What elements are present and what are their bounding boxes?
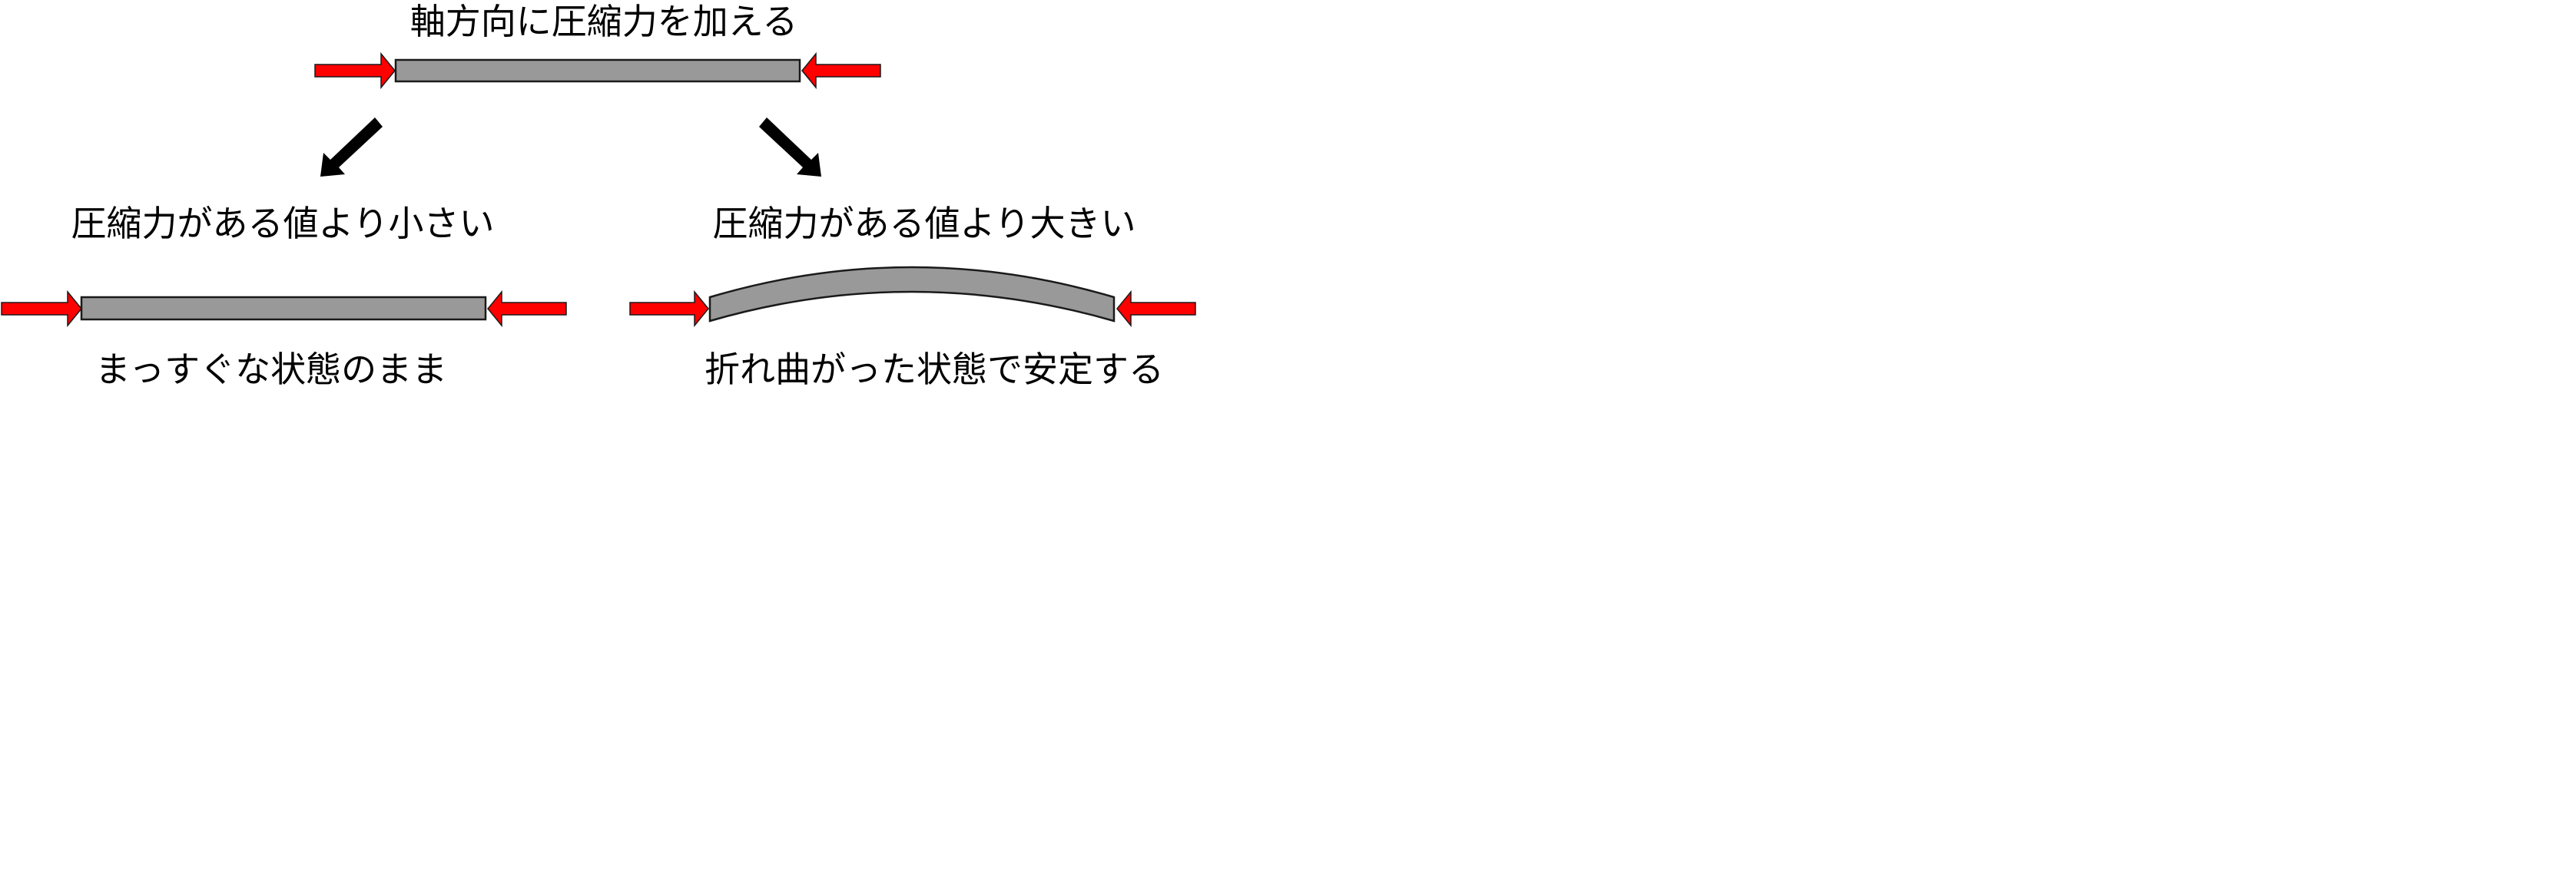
top-right-force-arrow-icon: [801, 51, 881, 90]
right-left-force-arrow-icon: [629, 289, 709, 328]
top-column: [394, 58, 801, 83]
left-right-force-arrow-icon: [487, 289, 567, 328]
right-condition-text: 圧縮力がある値より大きい: [712, 203, 1135, 244]
top-left-force-arrow-icon: [314, 51, 396, 90]
top-column-group: [314, 51, 881, 90]
buckling-diagram: 軸方向に圧縮力を加える 圧縮力がある値より小さい 圧縮力がある値より大きい まっ…: [1, 1, 1196, 390]
straight-column: [80, 296, 487, 321]
flow-arrow-left-icon: [320, 117, 383, 177]
left-result-text: まっすぐな状態のまま: [95, 349, 447, 390]
straight-column-group: [1, 289, 567, 328]
buckled-column: [708, 266, 1116, 323]
title-text: 軸方向に圧縮力を加える: [410, 1, 798, 42]
flow-arrow-right-icon: [759, 117, 821, 177]
right-right-force-arrow-icon: [1116, 289, 1196, 328]
right-result-text: 折れ曲がった状態で安定する: [705, 349, 1164, 390]
left-condition-text: 圧縮力がある値より小さい: [71, 203, 494, 244]
buckled-column-group: [629, 266, 1196, 328]
left-left-force-arrow-icon: [1, 289, 82, 328]
